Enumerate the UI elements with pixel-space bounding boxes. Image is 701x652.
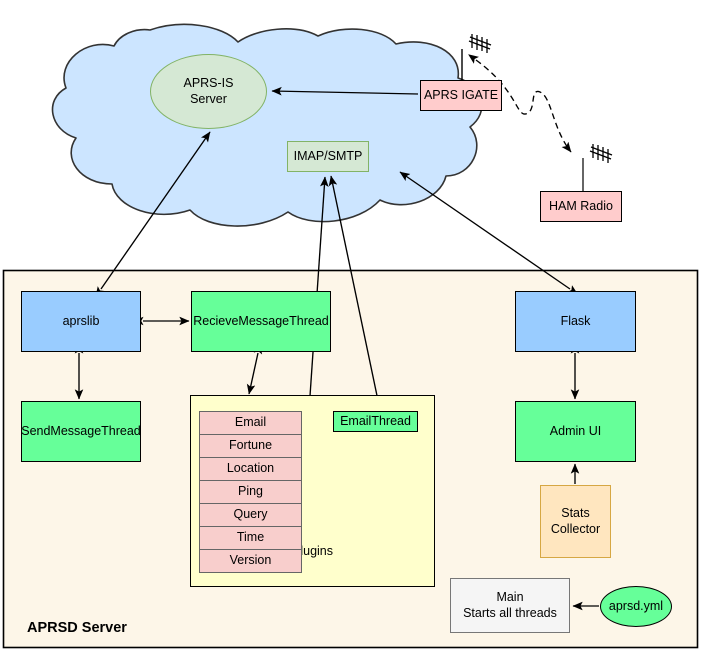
edge-igate-to-aprsis <box>271 86 419 96</box>
plugin-item[interactable]: Email <box>199 411 302 435</box>
stats-collector-node[interactable]: Stats Collector <box>540 485 611 558</box>
email-thread-node[interactable]: EmailThread <box>333 411 418 432</box>
aprs-is-server-label-line2: Server <box>190 91 227 106</box>
plugin-item[interactable]: Time <box>199 526 302 550</box>
main-label-line1: Main <box>496 589 524 604</box>
main-label-line2: Starts all threads <box>463 605 557 620</box>
main-node[interactable]: Main Starts all threads <box>450 578 570 633</box>
plugin-item[interactable]: Fortune <box>199 434 302 458</box>
edge-recievethread-to-plugins <box>246 343 263 395</box>
plugin-item[interactable]: Ping <box>199 480 302 504</box>
plugin-item[interactable]: Query <box>199 503 302 527</box>
edge-emailthread-to-imap <box>328 175 381 411</box>
aprsd-yml-node[interactable]: aprsd.yml <box>600 586 672 627</box>
hamradio-antenna-icon <box>589 144 613 163</box>
admin-ui-node[interactable]: Admin UI <box>515 401 636 462</box>
edge-flask-to-cloud <box>399 171 579 295</box>
stats-collector-label-line1: Stats <box>561 505 590 520</box>
recieve-message-thread-node[interactable]: RecieveMessageThread <box>191 291 331 352</box>
aprsd-server-label: APRSD Server <box>27 620 127 636</box>
igate-antenna-icon <box>468 34 492 53</box>
ham-radio-node[interactable]: HAM Radio <box>540 191 622 222</box>
edge-rf-link <box>468 54 572 153</box>
aprs-igate-node[interactable]: APRS IGATE <box>420 80 502 111</box>
stats-collector-label-line2: Collector <box>550 521 601 536</box>
aprs-is-server-node[interactable]: APRS-IS Server <box>150 54 267 129</box>
aprslib-node[interactable]: aprslib <box>21 291 141 352</box>
edge-plugins-to-imap <box>309 176 329 397</box>
edge-aprslib-to-aprsis <box>95 131 211 297</box>
send-message-thread-node[interactable]: SendMessageThread <box>21 401 141 462</box>
plugin-item[interactable]: Location <box>199 457 302 481</box>
plugin-item[interactable]: Version <box>199 549 302 573</box>
imap-smtp-node[interactable]: IMAP/SMTP <box>287 141 369 172</box>
flask-node[interactable]: Flask <box>515 291 636 352</box>
plugins-panel-label: Plugins <box>292 544 333 558</box>
plugin-list: Email Fortune Location Ping Query Time V… <box>199 411 302 573</box>
aprs-is-server-label-line1: APRS-IS <box>183 75 234 90</box>
